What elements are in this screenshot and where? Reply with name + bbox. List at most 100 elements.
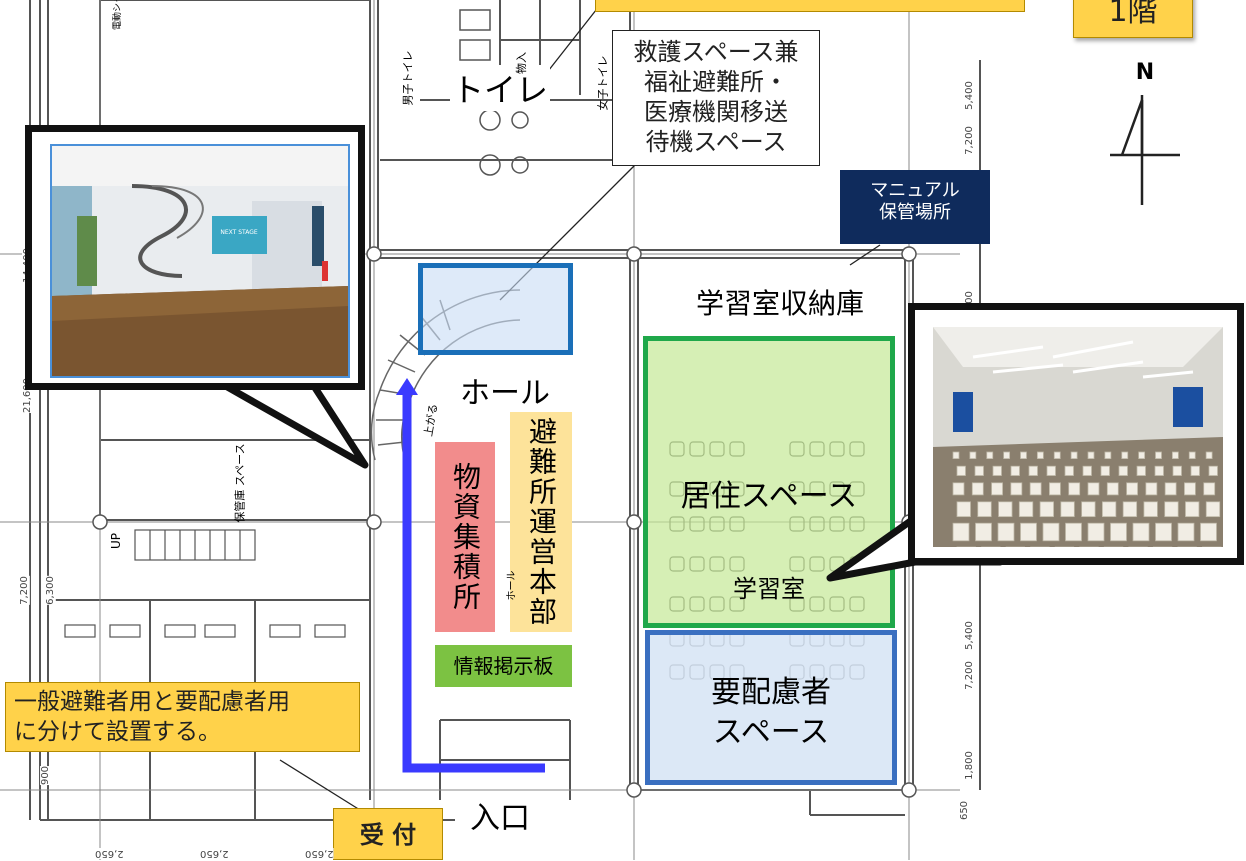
note-storage: 物入 <box>515 52 528 74</box>
chair-icon <box>1020 451 1027 459</box>
hall-rescue-zone <box>418 263 573 355</box>
chair-icon <box>1087 451 1095 459</box>
reception-label: 受 付 <box>333 808 443 860</box>
chair-icon <box>1049 482 1061 496</box>
dimension-label: 7,200 <box>963 126 975 155</box>
chair-icon <box>971 482 984 496</box>
toilet-label: トイレ <box>450 65 550 111</box>
chair-icon <box>1121 451 1129 459</box>
floor-badge: 1階 <box>1073 0 1193 38</box>
chair-icon <box>1155 522 1172 542</box>
chair-icon <box>969 451 977 459</box>
chair-icon <box>1101 501 1117 518</box>
chair-icon <box>1138 451 1146 459</box>
chair-icon <box>1188 451 1196 459</box>
chair-icon <box>1018 501 1034 518</box>
entrance-label: 入口 <box>455 793 545 837</box>
chair-icon <box>974 465 984 476</box>
dimension-label: 7,200 <box>963 661 975 690</box>
shelter-hq: 避難所運営本部 <box>510 412 572 632</box>
north-label: N <box>1135 60 1155 85</box>
note-shutter: 電動シャッター 4,000×4,000 <box>110 0 123 30</box>
chair-icon <box>1029 482 1042 496</box>
note-women-toilet: 女子トイレ <box>596 55 610 111</box>
chair-icon <box>1126 482 1138 496</box>
dimension-label: 7,200 <box>18 576 30 605</box>
chair-icon <box>952 522 970 542</box>
chair-icon <box>1172 465 1182 476</box>
dimension-label: 1,800 <box>963 751 975 780</box>
route-arrow <box>402 390 545 773</box>
chair-icon <box>1118 465 1128 476</box>
note-men-toilet: 男子トイレ <box>401 50 415 106</box>
supply-area: 物資集積所 <box>435 442 495 632</box>
chair-icon <box>1070 451 1078 459</box>
chair-icon <box>1155 451 1162 459</box>
north-arrow-icon <box>1110 95 1180 205</box>
top-banner <box>595 0 1025 12</box>
chair-icon <box>1010 482 1023 496</box>
living-space-label: 居住スペース <box>680 479 858 514</box>
chair-icon <box>1143 501 1158 518</box>
dimension-label: 5,400 <box>963 621 975 650</box>
chair-icon <box>1136 465 1146 476</box>
chair-icon <box>991 482 1003 496</box>
chair-icon <box>1208 465 1218 476</box>
chair-icon <box>1145 482 1158 496</box>
note-hall-small: ホール <box>506 570 518 601</box>
chair-icon <box>1087 522 1105 542</box>
chair-icon <box>1081 501 1096 518</box>
chair-icon <box>977 501 992 518</box>
chair-icon <box>1036 451 1044 459</box>
chair-icon <box>1154 465 1164 476</box>
chair-icon <box>1068 482 1081 496</box>
chair-icon <box>956 465 966 476</box>
hall-photo-frame: NEXT STAGE <box>25 125 365 390</box>
dimension-label: 5,400 <box>963 81 975 110</box>
info-board: 情報掲示板 <box>435 645 572 687</box>
chair-icon <box>1200 522 1217 542</box>
chair-icon <box>956 501 971 518</box>
chair-icon <box>997 522 1015 542</box>
chair-icon <box>1171 451 1179 459</box>
chair-icon <box>1087 482 1100 496</box>
dimension-label: 900 <box>40 765 52 786</box>
hall-photo-sign: NEXT STAGE <box>220 229 258 236</box>
chair-icon <box>1042 522 1060 542</box>
study-room-label: 学習室 <box>733 575 805 603</box>
chair-icon <box>1205 451 1213 459</box>
chair-icon <box>1205 501 1221 518</box>
dimension-label: 2,650 <box>200 848 229 859</box>
chair-icon <box>986 451 994 459</box>
dimension-label: 650 <box>959 800 971 821</box>
chair-icon <box>1106 482 1119 496</box>
chair-icon <box>1028 465 1038 476</box>
chair-icon <box>1177 522 1195 542</box>
chair-icon <box>1020 522 1037 542</box>
chair-icon <box>1053 451 1061 459</box>
chair-icon <box>1184 482 1196 496</box>
chair-icon <box>1132 522 1150 542</box>
chair-icon <box>998 501 1013 518</box>
note-up: UP <box>109 532 124 550</box>
chair-icon <box>975 522 992 542</box>
chair-icon <box>1104 451 1112 459</box>
care-space-zone: 要配慮者 スペース <box>645 630 897 785</box>
care-space-label: 要配慮者 スペース <box>711 675 831 750</box>
reception-note: 一般避難者用と要配慮者用 に分けて設置する。 <box>5 682 360 752</box>
chair-icon <box>1003 451 1011 459</box>
chair-icon <box>1010 465 1020 476</box>
chair-icon <box>992 465 1002 476</box>
chair-icon <box>1100 465 1110 476</box>
hall-photo: NEXT STAGE <box>50 144 350 378</box>
hall-label: ホール <box>460 376 550 411</box>
chair-icon <box>1122 501 1138 518</box>
rescue-callout: 救護スペース兼 福祉避難所・ 医療機関移送 待機スペース <box>612 30 820 166</box>
chair-icon <box>952 482 965 496</box>
manual-storage-callout: マニュアル 保管場所 <box>840 170 990 244</box>
chair-icon <box>1039 501 1054 518</box>
chair-icon <box>952 451 960 459</box>
chair-icon <box>1046 465 1056 476</box>
living-space-zone: 居住スペース 学習室 <box>643 336 895 628</box>
study-room-photo-frame <box>908 303 1244 565</box>
